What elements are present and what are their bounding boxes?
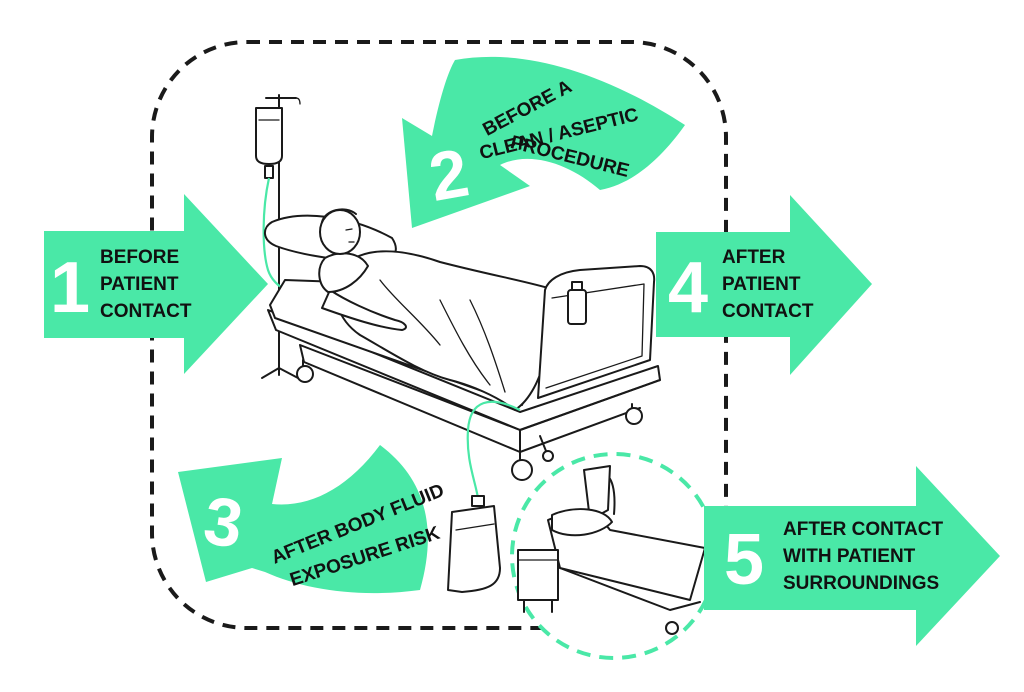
moment-4-label-line-2: PATIENT (722, 274, 801, 295)
moment-1-arrow: 1 BEFORE PATIENT CONTACT (44, 194, 268, 374)
arrow-3-shape (178, 445, 428, 594)
moment-1-label-line-2: PATIENT (100, 274, 179, 295)
moment-1-number: 1 (50, 248, 90, 328)
hospital-bed-illustration (255, 94, 661, 593)
arrow-5-shape (704, 466, 1000, 646)
moment-4-label-line-1: AFTER (722, 247, 786, 268)
arrow-2-shape (402, 56, 685, 229)
moment-4-label-line-3: CONTACT (722, 301, 814, 322)
arrow-4-shape (656, 195, 872, 375)
moment-3-arrow: 3 AFTER BODY FLUID EXPOSURE RISK (178, 445, 447, 594)
moment-2-arrow: 2 BEFORE A CLEAN / ASEPTIC PROCEDURE (402, 56, 685, 229)
moment-1-label-line-1: BEFORE (100, 247, 179, 268)
moment-4-arrow: 4 AFTER PATIENT CONTACT (656, 195, 872, 375)
moment-5-label-line-1: AFTER CONTACT (783, 519, 943, 540)
moment-5-arrow: 5 AFTER CONTACT WITH PATIENT SURROUNDING… (704, 466, 1000, 646)
moment-1-label-line-3: CONTACT (100, 301, 192, 322)
patient-surroundings-illustration (510, 452, 718, 660)
arrow-1-shape (44, 194, 268, 374)
moment-4-number: 4 (668, 248, 708, 328)
moment-5-number: 5 (724, 520, 764, 600)
moment-5-label-line-2: WITH PATIENT (783, 546, 916, 567)
moment-5-label-line-3: SURROUNDINGS (783, 573, 939, 594)
